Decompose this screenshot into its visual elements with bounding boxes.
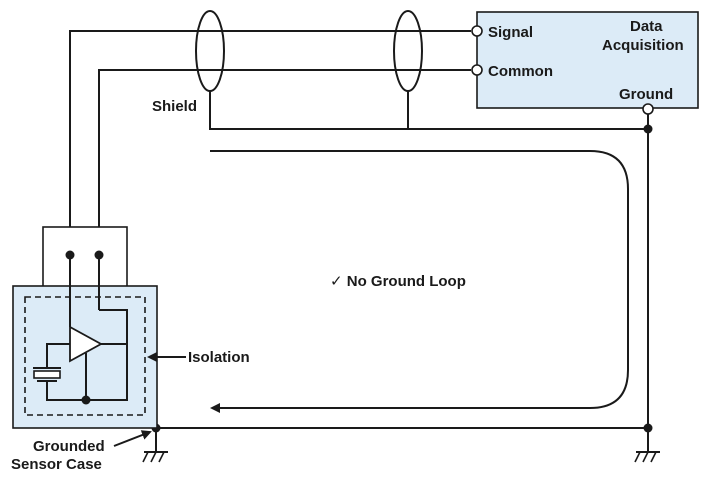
no-ground-loop-label: ✓ No Ground Loop: [330, 273, 466, 290]
current-loop-arrow: [210, 150, 629, 413]
signal-label: Signal: [488, 24, 533, 41]
isolation-label: Isolation: [188, 349, 250, 366]
ground-symbol-icon: [634, 451, 660, 463]
isolation-boundary: [24, 296, 146, 416]
shield-ellipse-left: [195, 10, 225, 92]
shield-label: Shield: [152, 98, 197, 115]
bias-wire-bottom: [46, 381, 86, 401]
output-feedback-wire: [86, 309, 128, 401]
signal-wire: [69, 30, 471, 255]
common-wire: [98, 69, 471, 255]
connector-block: [42, 226, 128, 288]
signal-terminal-icon: [471, 25, 483, 37]
ground-label: Ground: [619, 86, 673, 103]
sensor-label-line2: Sensor Case: [11, 456, 102, 473]
shield-ellipse-right: [393, 10, 423, 92]
ground-junction-right: [643, 423, 653, 433]
ground-junction-top: [643, 124, 653, 134]
common-label: Common: [488, 63, 553, 80]
battery-icon: [33, 370, 61, 379]
bias-wire-top: [46, 343, 70, 368]
daq-title-line2: Acquisition: [602, 37, 684, 54]
shield-drain-wire: [209, 91, 648, 130]
data-acquisition-box: [476, 11, 699, 109]
sensor-case-arrow-icon: [113, 430, 152, 447]
ground-symbol-icon: [142, 451, 168, 463]
common-terminal-icon: [471, 64, 483, 76]
ground-terminal-icon: [642, 103, 654, 115]
sensor-label-line1: Grounded: [33, 438, 105, 455]
daq-title-line1: Data: [630, 18, 663, 35]
